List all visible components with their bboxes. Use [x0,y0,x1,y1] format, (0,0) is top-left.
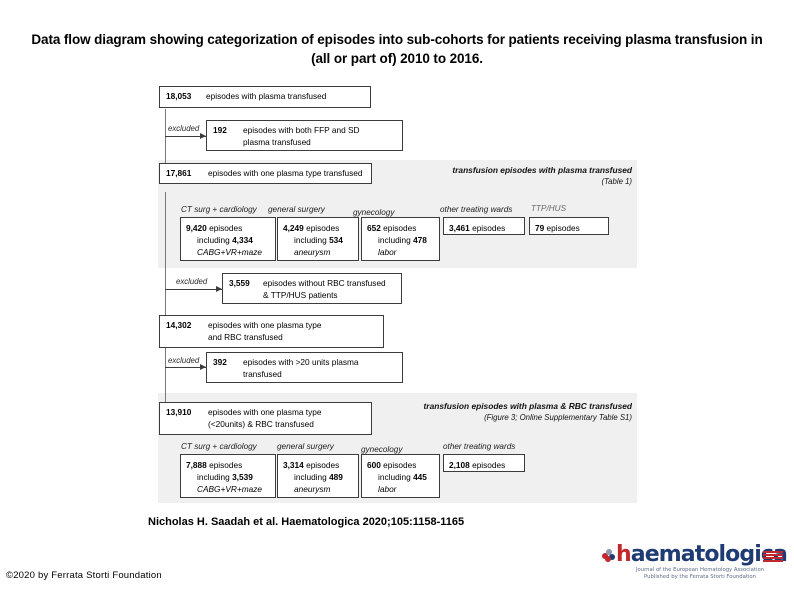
node-3559[interactable]: 3,559 episodes without RBC transfused & … [222,273,402,304]
logo-subtitle-line2: Published by the Ferrata Storti Foundati… [644,574,756,580]
excluded-label-392: excluded [168,356,200,365]
logo-flower-icon [602,549,615,562]
node-13910-count: 13,910 [166,407,192,417]
haematologica-logo: haematologica Journal of the European He… [600,542,788,585]
node-13910-label: episodes with one plasma type (<20units)… [208,407,322,429]
excluded-label-3559: excluded [176,277,208,286]
cohort-gynecology-top[interactable]: 652 episodes including 478 labor [361,217,440,261]
cohort-gynecology-top-line3: labor [378,247,397,257]
logo-subtitle: Journal of the European Hematology Assoc… [620,567,780,581]
citation: Nicholas H. Saadah et al. Haematologica … [148,516,465,528]
group-label-other-wards-bottom: other treating wards [443,442,516,451]
node-18053-count: 18,053 [166,91,192,101]
cohort-ttp-hus-top[interactable]: 79 episodes [529,217,609,235]
node-192-label: episodes with both FFP and SD plasma tra… [243,125,360,147]
excluded-label-192: excluded [168,124,200,133]
panel-bottom-caption: transfusion episodes with plasma & RBC t… [300,400,632,424]
cohort-general-surgery-top-line3: aneurysm [294,247,331,257]
group-label-general-surgery-top: general surgery [268,205,325,214]
cohort-other-wards-bottom-line1: 2,108 episodes [449,460,506,470]
page-title: Data flow diagram showing categorization… [31,32,763,66]
cohort-ct-surg-top-line2: including 4,334 [197,235,253,245]
arrow-to-3559 [216,285,222,292]
group-label-other-wards-top: other treating wards [440,205,513,214]
panel-top-caption-sub: (Table 1) [601,177,632,186]
node-17861-label: episodes with one plasma type transfused [208,168,363,178]
connector-branch-192 [165,136,206,137]
connector-spine-1 [165,109,166,172]
group-label-ttp-hus-top: TTP/HUS [531,204,567,213]
panel-bottom-caption-main: transfusion episodes with plasma & RBC t… [423,401,632,411]
connector-branch-392 [165,367,206,368]
cohort-general-surgery-bottom-line1: 3,314 episodes [283,460,340,470]
cohort-gynecology-bottom[interactable]: 600 episodes including 445 labor [361,454,440,498]
cohort-gynecology-bottom-line3: labor [378,484,397,494]
cohort-gynecology-bottom-line1: 600 episodes [367,460,417,470]
group-label-gynecology-bottom: gynecology [361,445,403,454]
cohort-general-surgery-bottom[interactable]: 3,314 episodes including 489 aneurysm [277,454,359,498]
group-label-ct-surg-top: CT surg + cardiology [181,205,257,214]
node-3559-label: episodes without RBC transfused & TTP/HU… [263,278,386,300]
cohort-ct-surg-bottom-line3: CABG+VR+maze [197,484,263,494]
cohort-other-wards-top-line1: 3,461 episodes [449,223,506,233]
copyright-notice: ©2020 by Ferrata Storti Foundation [6,570,162,581]
cohort-ct-surg-top[interactable]: 9,420 episodes including 4,334 CABG+VR+m… [180,217,276,261]
cohort-general-surgery-bottom-line3: aneurysm [294,484,331,494]
cohort-ct-surg-bottom[interactable]: 7,888 episodes including 3,539 CABG+VR+m… [180,454,276,498]
connector-spine-2 [165,192,166,326]
panel-top-caption-main: transfusion episodes with plasma transfu… [452,165,632,175]
connector-spine-3 [165,348,166,410]
node-18053-label: episodes with plasma transfused [206,91,327,101]
cohort-gynecology-bottom-line2: including 445 [378,472,427,482]
cohort-gynecology-top-line2: including 478 [378,235,427,245]
node-192[interactable]: 192 episodes with both FFP and SD plasma… [206,120,403,151]
group-label-gynecology-top: gynecology [353,208,395,217]
node-17861-count: 17,861 [166,168,192,178]
node-17861[interactable]: 17,861 episodes with one plasma type tra… [159,163,372,184]
arrow-to-392 [200,363,206,370]
cohort-ct-surg-top-line3: CABG+VR+maze [197,247,263,257]
cohort-ct-surg-bottom-line1: 7,888 episodes [186,460,243,470]
cohort-other-wards-top[interactable]: 3,461 episodes [443,217,525,235]
cohort-general-surgery-top-line1: 4,249 episodes [283,223,340,233]
logo-flag-icon [763,551,783,562]
cohort-ct-surg-bottom-line2: including 3,539 [197,472,253,482]
node-18053[interactable]: 18,053 episodes with plasma transfused [159,86,371,108]
node-14302[interactable]: 14,302 episodes with one plasma type and… [159,315,384,348]
node-392[interactable]: 392 episodes with >20 units plasma trans… [206,352,403,383]
connector-branch-3559 [165,289,222,290]
group-label-general-surgery-bottom: general surgery [277,442,334,451]
cohort-ct-surg-top-line1: 9,420 episodes [186,223,243,233]
group-label-ct-surg-bottom: CT surg + cardiology [181,442,257,451]
cohort-general-surgery-top-line2: including 534 [294,235,343,245]
node-14302-count: 14,302 [166,320,192,330]
arrow-to-192 [200,132,206,139]
node-14302-label: episodes with one plasma type and RBC tr… [208,320,322,342]
cohort-other-wards-bottom[interactable]: 2,108 episodes [443,454,525,472]
node-392-label: episodes with >20 units plasma transfuse… [243,357,359,379]
cohort-gynecology-top-line1: 652 episodes [367,223,417,233]
node-13910[interactable]: 13,910 episodes with one plasma type (<2… [159,402,372,435]
panel-top-caption: transfusion episodes with plasma transfu… [337,164,632,188]
cohort-general-surgery-top[interactable]: 4,249 episodes including 534 aneurysm [277,217,359,261]
node-3559-count: 3,559 [229,278,250,288]
data-flow-diagram: 18,053 episodes with plasma transfused e… [0,80,794,510]
panel-bottom-caption-sub: (Figure 3; Online Supplementary Table S1… [484,413,632,422]
cohort-ttp-hus-top-line1: 79 episodes [535,223,580,233]
node-192-count: 192 [213,125,227,135]
logo-subtitle-line1: Journal of the European Hematology Assoc… [635,567,765,573]
node-392-count: 392 [213,357,227,367]
cohort-general-surgery-bottom-line2: including 489 [294,472,343,482]
logo-wordmark: haematologica [616,542,788,567]
